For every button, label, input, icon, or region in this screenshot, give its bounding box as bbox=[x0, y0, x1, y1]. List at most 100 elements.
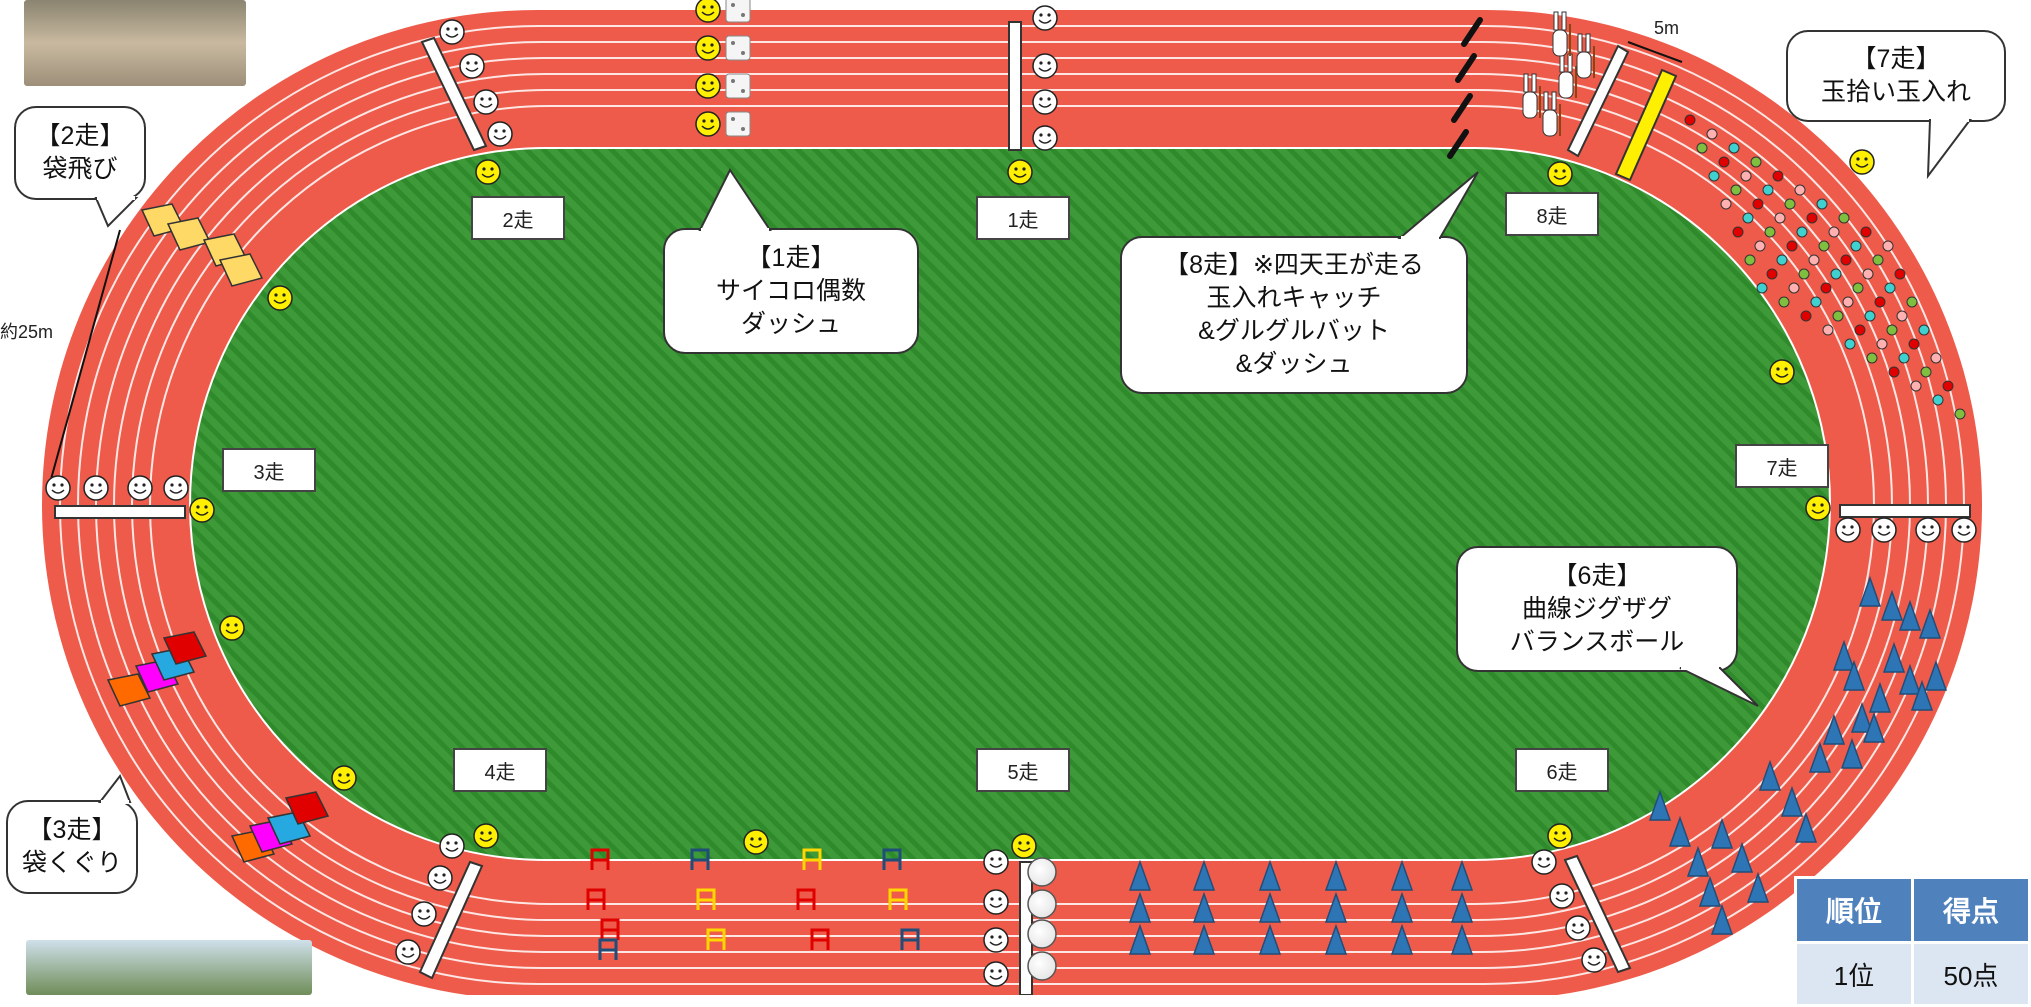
score-cell-rank: 1位 bbox=[1794, 941, 1914, 1007]
ball-icon bbox=[1884, 282, 1896, 294]
ball-icon bbox=[1027, 919, 1057, 949]
ball-icon bbox=[1920, 366, 1932, 378]
ball-icon bbox=[1876, 338, 1888, 350]
ball-icon bbox=[1954, 408, 1966, 420]
cone-icon bbox=[1324, 859, 1348, 891]
cone-icon bbox=[1910, 679, 1934, 711]
smiley-icon bbox=[983, 961, 1009, 987]
ball-icon bbox=[1794, 184, 1806, 196]
ball-icon bbox=[1788, 282, 1800, 294]
cone-icon bbox=[1128, 923, 1152, 955]
ball-icon bbox=[1696, 142, 1708, 154]
ball-icon bbox=[1744, 254, 1756, 266]
callout-leg8: 【8走】※四天王が走る 玉入れキャッチ &グルグルバット &ダッシュ bbox=[1120, 236, 1468, 394]
ball-icon bbox=[1752, 198, 1764, 210]
hurdle-icon bbox=[590, 848, 610, 870]
ball-icon bbox=[1772, 170, 1784, 182]
smiley-icon bbox=[267, 285, 293, 311]
ball-icon bbox=[1930, 352, 1942, 364]
ball-icon bbox=[1810, 296, 1822, 308]
callout-leg2-line1: 【2走】 bbox=[35, 122, 125, 150]
smiley-icon bbox=[983, 849, 1009, 875]
ball-icon bbox=[1742, 212, 1754, 224]
score-table-header: 順位 得点 bbox=[1794, 876, 2031, 944]
ball-icon bbox=[1818, 240, 1830, 252]
callout-leg8-line3: &グルグルバット bbox=[1198, 317, 1390, 345]
dice-icon bbox=[725, 0, 751, 23]
ball-icon bbox=[1706, 128, 1718, 140]
callout-leg3: 【3走】 袋くぐり bbox=[6, 800, 138, 894]
hurdle-icon bbox=[888, 888, 908, 910]
cone-icon bbox=[1710, 817, 1734, 849]
callout-leg7: 【7走】 玉拾い玉入れ bbox=[1786, 30, 2006, 122]
callout-leg6-line3: バランスボール bbox=[1509, 627, 1685, 656]
smiley-icon bbox=[1565, 915, 1591, 941]
ball-icon bbox=[1778, 296, 1790, 308]
cone-icon bbox=[1850, 701, 1874, 733]
smiley-icon bbox=[189, 497, 215, 523]
smiley-icon bbox=[219, 615, 245, 641]
cone-icon bbox=[1924, 659, 1948, 691]
cone-icon bbox=[1390, 891, 1414, 923]
ball-icon bbox=[1886, 324, 1898, 336]
smiley-icon bbox=[695, 35, 721, 61]
score-header-points: 得点 bbox=[1910, 876, 2031, 944]
ball-icon bbox=[1750, 156, 1762, 168]
cone-icon bbox=[1324, 891, 1348, 923]
smiley-icon bbox=[1032, 125, 1058, 151]
cone-icon bbox=[1450, 859, 1474, 891]
cone-icon bbox=[1880, 589, 1904, 621]
distance-arrow bbox=[47, 229, 121, 491]
leg-sign-1: 1走 bbox=[976, 196, 1070, 240]
cone-icon bbox=[1898, 599, 1922, 631]
cone-icon bbox=[1898, 663, 1922, 695]
score-header-rank: 順位 bbox=[1794, 876, 1914, 944]
ball-icon bbox=[1908, 338, 1920, 350]
smiley-icon bbox=[163, 475, 189, 501]
smiley-icon bbox=[1032, 53, 1058, 79]
flag-icon bbox=[218, 253, 264, 287]
ball-icon bbox=[1906, 296, 1918, 308]
cone-icon bbox=[1390, 923, 1414, 955]
smiley-icon bbox=[331, 765, 357, 791]
smiley-icon bbox=[127, 475, 153, 501]
cone-icon bbox=[1698, 875, 1722, 907]
smiley-icon bbox=[411, 901, 437, 927]
ball-icon bbox=[1894, 268, 1906, 280]
flag-icon bbox=[106, 673, 152, 707]
leg-sign-5: 5走 bbox=[976, 748, 1070, 792]
ball-icon bbox=[1888, 366, 1900, 378]
cone-icon bbox=[1258, 859, 1282, 891]
event-photo-bottom bbox=[26, 940, 312, 995]
cone-icon bbox=[1710, 903, 1734, 935]
smiley-icon bbox=[83, 475, 109, 501]
callout-leg1-line2: サイコロ偶数 bbox=[715, 276, 866, 305]
flag-icon bbox=[284, 791, 330, 825]
cone-icon bbox=[1918, 607, 1942, 639]
smiley-icon bbox=[1011, 833, 1037, 859]
leg-sign-3: 3走 bbox=[222, 448, 316, 492]
smiley-icon bbox=[1531, 849, 1557, 875]
hurdle-icon bbox=[882, 848, 902, 870]
baton-icon bbox=[1447, 129, 1469, 159]
ball-icon bbox=[1844, 338, 1856, 350]
ball-icon bbox=[1898, 352, 1910, 364]
cone-icon bbox=[1730, 841, 1754, 873]
smiley-icon bbox=[1581, 947, 1607, 973]
ball-icon bbox=[1832, 310, 1844, 322]
ball-icon bbox=[1896, 310, 1908, 322]
ball-icon bbox=[1786, 240, 1798, 252]
cone-icon bbox=[1128, 891, 1152, 923]
hurdle-icon bbox=[706, 928, 726, 950]
ball-icon bbox=[1872, 254, 1884, 266]
smiley-icon bbox=[1032, 5, 1058, 31]
ball-icon bbox=[1842, 296, 1854, 308]
cone-icon bbox=[1746, 871, 1770, 903]
smiley-icon bbox=[1871, 517, 1897, 543]
smiley-icon bbox=[695, 0, 721, 23]
start-lines bbox=[54, 21, 1971, 995]
hurdle-icon bbox=[810, 928, 830, 950]
cone-icon bbox=[1862, 711, 1886, 743]
ball-icon bbox=[1882, 240, 1894, 252]
smiley-icon bbox=[1951, 517, 1977, 543]
